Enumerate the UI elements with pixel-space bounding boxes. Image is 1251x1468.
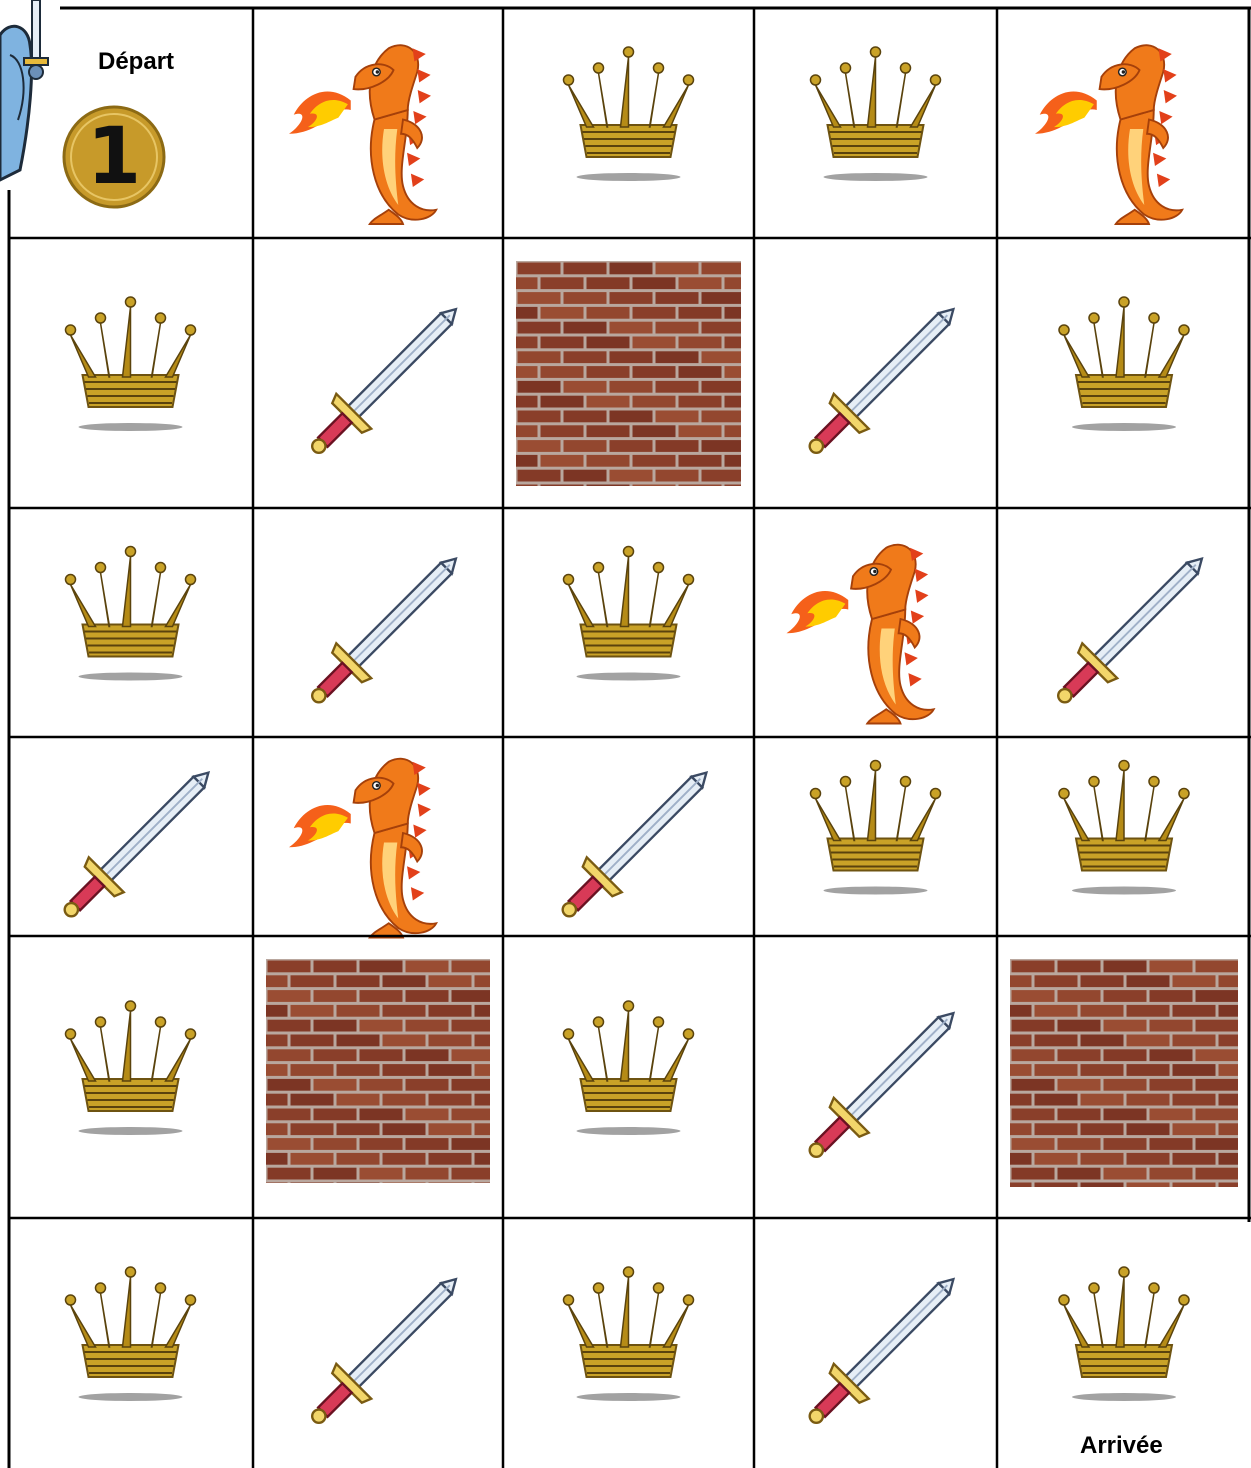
board-cell-r6-c1 <box>66 1267 196 1401</box>
sword-icon <box>49 755 226 932</box>
board-cell-r6-c3 <box>564 1267 694 1401</box>
brick-wall-icon <box>516 261 741 486</box>
board-cell-r5-c3 <box>564 1001 694 1135</box>
brick-wall-icon <box>1010 959 1238 1187</box>
board-cell-r3-c1 <box>66 547 196 681</box>
gold-crown-icon <box>66 1267 196 1401</box>
coin-number: 1 <box>87 112 141 202</box>
board-cell-r4-c5 <box>1059 761 1189 895</box>
fire-breathing-dragon-icon <box>1035 45 1182 224</box>
fire-breathing-dragon-icon <box>289 45 436 224</box>
sword-icon <box>547 755 724 932</box>
start-label: Départ <box>98 48 174 76</box>
gold-crown-icon <box>1059 761 1189 895</box>
fire-breathing-dragon-icon <box>289 759 436 938</box>
gold-crown-icon <box>564 1267 694 1401</box>
sword-icon <box>297 292 474 469</box>
grid-lines <box>8 8 1251 1468</box>
board-cell-r1-c3 <box>564 47 694 181</box>
sword-icon <box>794 292 971 469</box>
board-cell-r2-c1 <box>66 297 196 431</box>
board-cell-r6-c2 <box>297 1262 474 1439</box>
gold-crown-icon <box>1059 297 1189 431</box>
sword-icon <box>297 1262 474 1439</box>
sword-icon <box>297 541 474 718</box>
board-cell-r1-c2 <box>289 45 436 224</box>
board-cell-r3-c2 <box>297 541 474 718</box>
gold-crown-icon <box>1059 1267 1189 1401</box>
board-cell-r4-c1 <box>49 755 226 932</box>
knight-icon <box>0 0 48 180</box>
board-cell-r3-c3 <box>564 547 694 681</box>
brick-wall-icon <box>266 959 490 1183</box>
board-cell-r2-c5 <box>1059 297 1189 431</box>
gold-crown-icon <box>66 1001 196 1135</box>
board-cell-r3-c5 <box>1043 541 1220 718</box>
board-cell-r1-c1: 1 <box>64 107 164 207</box>
board-cell-r2-c2 <box>297 292 474 469</box>
board-cell-r4-c2 <box>289 759 436 938</box>
gold-coin-icon: 1 <box>64 107 164 207</box>
board-cell-r5-c1 <box>66 1001 196 1135</box>
board-cell-r3-c4 <box>787 545 934 724</box>
board-cell-r2-c4 <box>794 292 971 469</box>
gold-crown-icon <box>564 47 694 181</box>
board-cell-r6-c5 <box>1059 1267 1189 1401</box>
sword-icon <box>1043 541 1220 718</box>
board-cell-r6-c4 <box>794 1262 971 1439</box>
fire-breathing-dragon-icon <box>787 545 934 724</box>
board-cell-r1-c5 <box>1035 45 1182 224</box>
board-cell-r4-c4 <box>811 761 941 895</box>
gold-crown-icon <box>66 547 196 681</box>
board-cell-r5-c4 <box>794 996 971 1173</box>
board-cell-r5-c5 <box>1010 959 1238 1187</box>
sword-icon <box>794 996 971 1173</box>
board-cell-r5-c2 <box>266 959 490 1183</box>
board-cell-r2-c3 <box>516 261 741 486</box>
gold-crown-icon <box>811 47 941 181</box>
board-cell-r1-c4 <box>811 47 941 181</box>
gold-crown-icon <box>811 761 941 895</box>
board-cell-r4-c3 <box>547 755 724 932</box>
gold-crown-icon <box>66 297 196 431</box>
gold-crown-icon <box>564 1001 694 1135</box>
gold-crown-icon <box>564 547 694 681</box>
finish-label: Arrivée <box>1080 1432 1163 1460</box>
sword-icon <box>794 1262 971 1439</box>
